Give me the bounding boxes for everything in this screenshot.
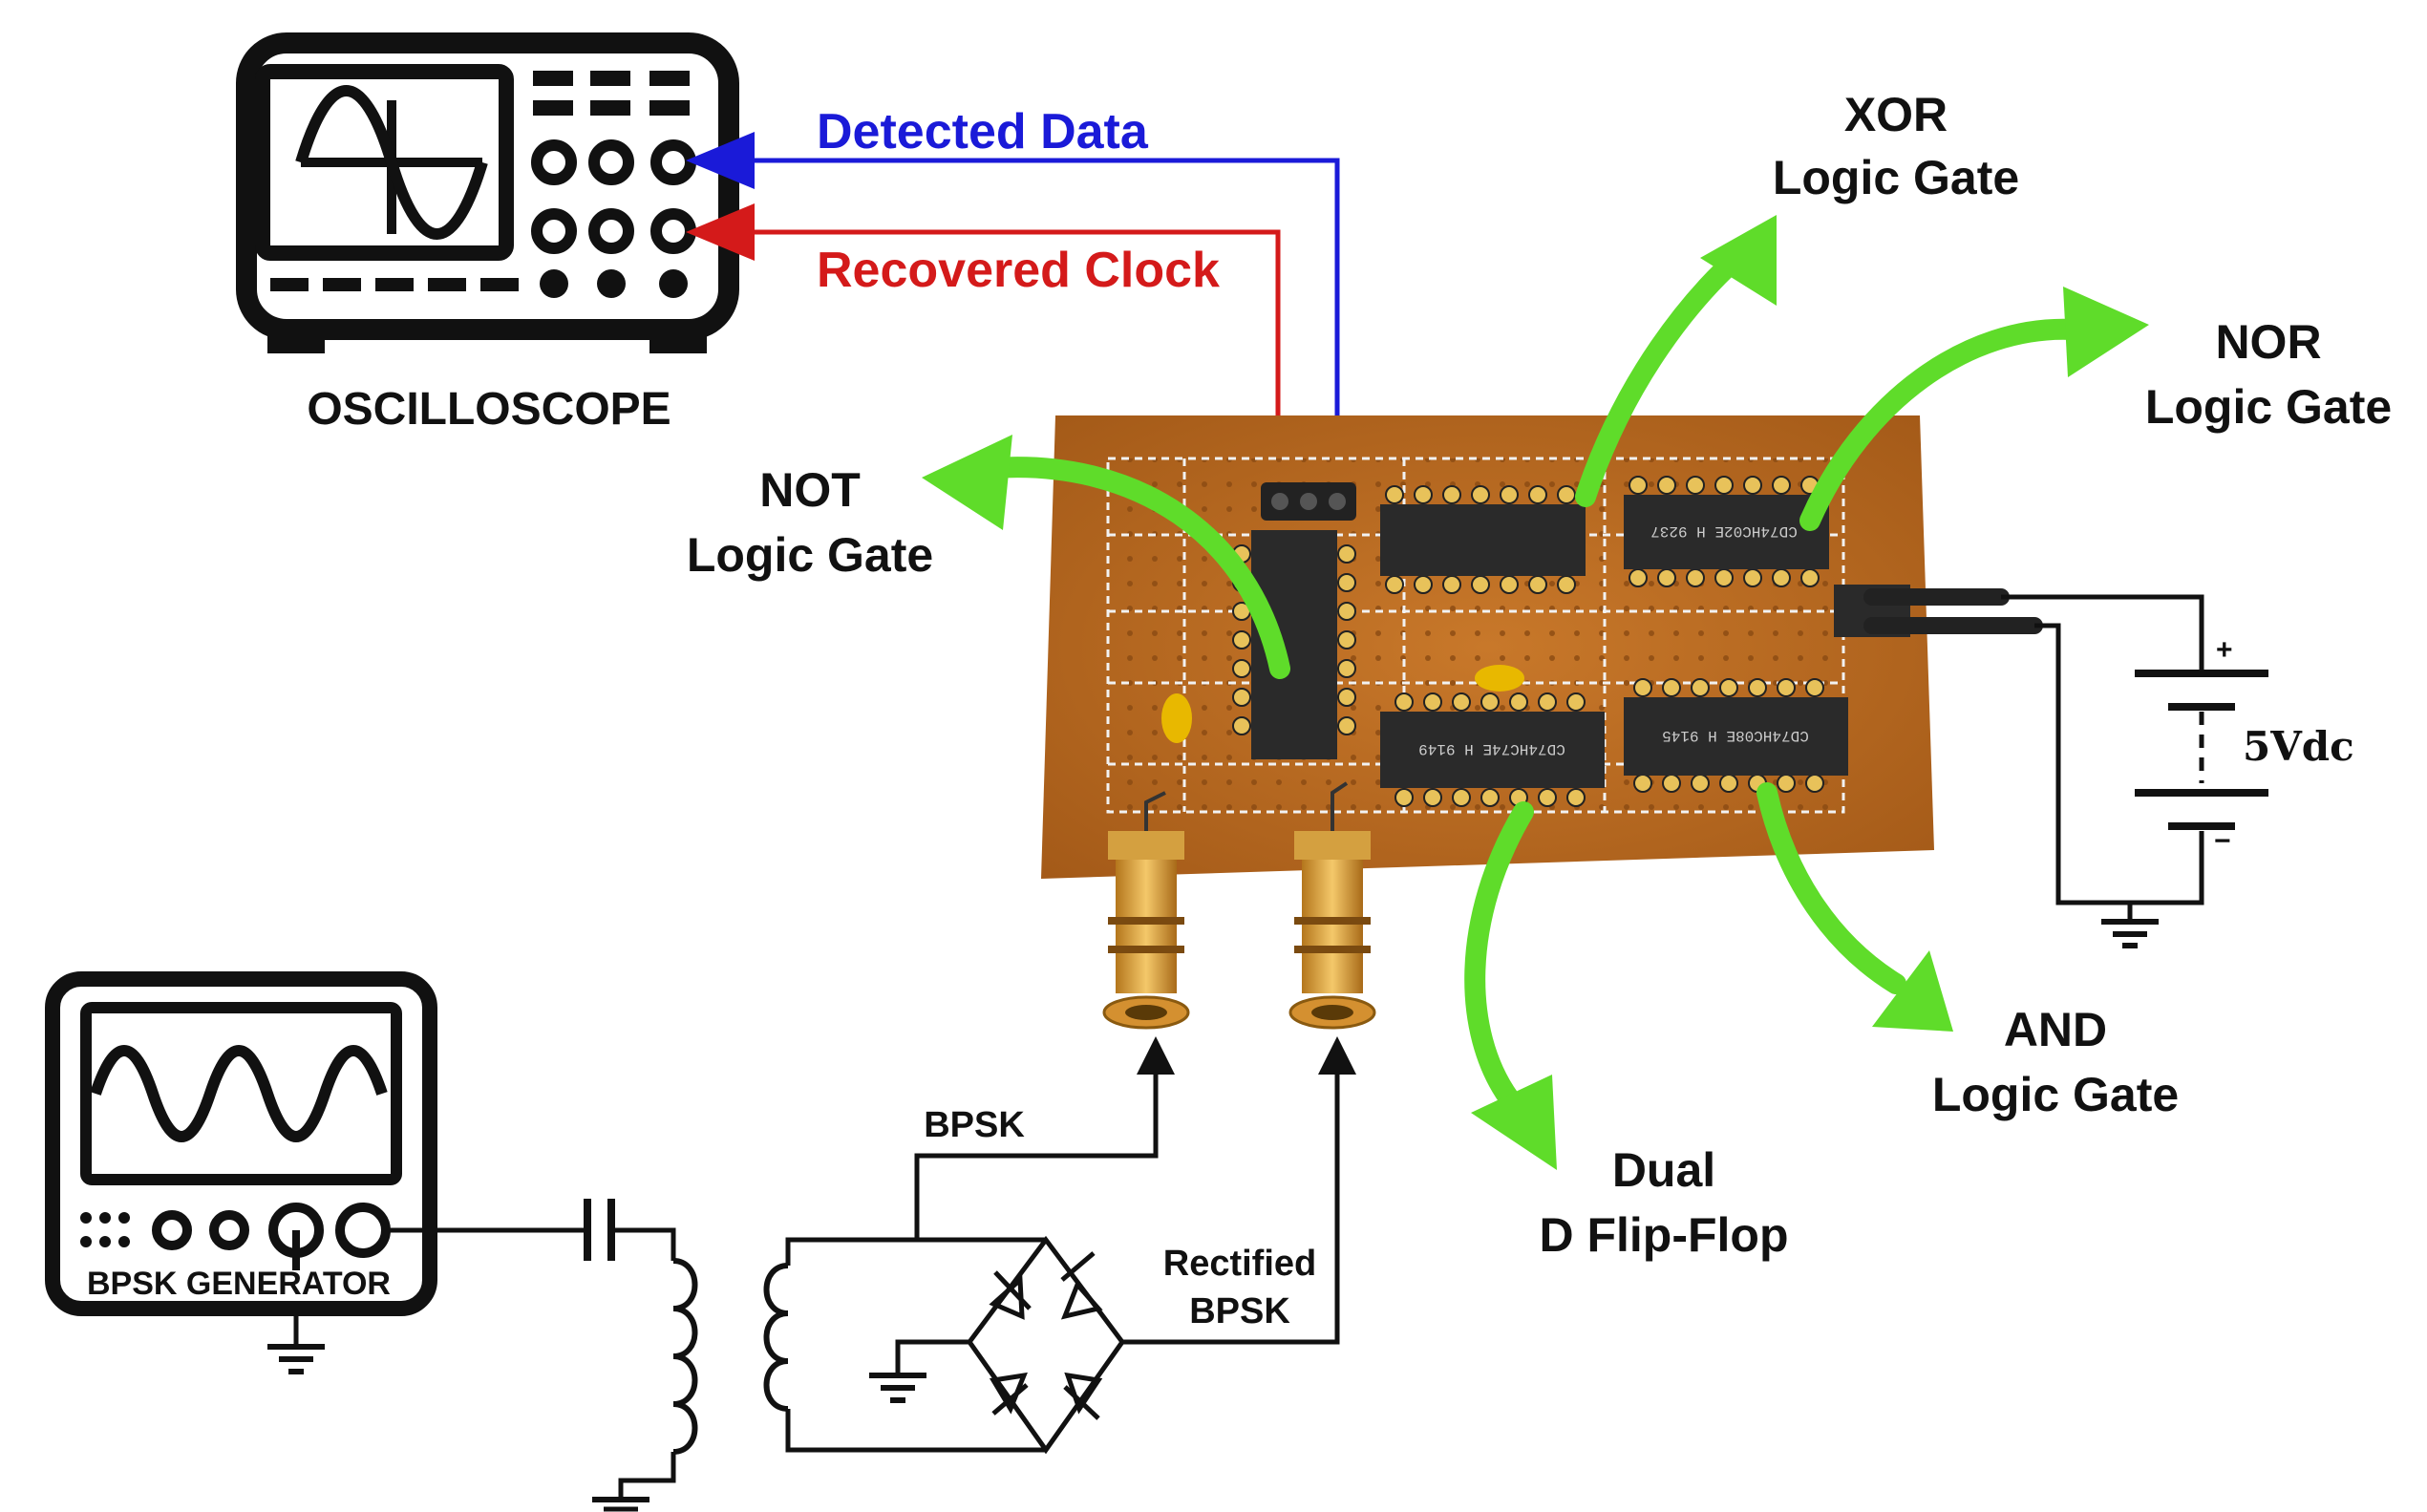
not-label-line2: Logic Gate: [687, 528, 933, 582]
xor-label-line2: Logic Gate: [1773, 151, 2019, 204]
detected-data-wire: [686, 132, 1340, 471]
dff-label-line1: Dual: [1612, 1143, 1715, 1197]
generator-label: BPSK GENERATOR: [87, 1266, 391, 1302]
nor-label-line1: NOR: [2215, 315, 2321, 369]
oscilloscope-label: OSCILLOSCOPE: [307, 384, 671, 435]
chip-d-flip-flop: CD74HC74E H 9149: [1380, 692, 1605, 807]
bpsk-label: BPSK: [924, 1105, 1025, 1145]
and-label-line1: AND: [2004, 1003, 2107, 1056]
board-capacitor-mid: [1475, 665, 1524, 692]
not-label-line1: NOT: [759, 463, 861, 517]
green-arrow-and: [1756, 782, 1953, 1032]
and-label-line2: Logic Gate: [1932, 1068, 2179, 1121]
bridge-rectifier-icon: [869, 1036, 1356, 1455]
pcb-board: [1041, 415, 1934, 879]
dff-label-line2: D Flip-Flop: [1539, 1208, 1788, 1262]
xor-label-line1: XOR: [1844, 88, 1948, 141]
green-arrow-xor: [1575, 215, 1777, 507]
chip-and-marking: CD74HC08E H 9145: [1662, 727, 1809, 744]
rectified-label-line2: BPSK: [1189, 1291, 1290, 1331]
battery-plus: +: [2216, 634, 2233, 666]
battery-icon: [2135, 650, 2268, 830]
power-leads: [1834, 585, 2204, 905]
voltage-label: 5Vdc: [2243, 723, 2354, 770]
oscilloscope-icon: [236, 32, 739, 353]
chip-nor-marking: CD74HC02E H 9237: [1650, 522, 1798, 540]
generator-ground-icon: [267, 1309, 325, 1374]
ground-icon: [2101, 903, 2159, 948]
header-pins: [1261, 482, 1356, 521]
capacitor-icon: [387, 1199, 676, 1261]
green-arrow-dff: [1464, 801, 1557, 1170]
recovered-clock-wire: [686, 203, 1281, 471]
nor-label-line2: Logic Gate: [2145, 380, 2392, 434]
chip-nor-gate: CD74HC02E H 9237: [1624, 476, 1829, 587]
transformer-icon: [592, 1237, 1046, 1512]
chip-and-gate: CD74HC08E H 9145: [1624, 678, 1848, 793]
battery-minus: −: [2214, 825, 2231, 857]
recovered-clock-label: Recovered Clock: [817, 243, 1220, 298]
green-arrow-not: [922, 435, 1290, 679]
board-capacitor-left: [1161, 693, 1192, 743]
chip-dff-marking: CD74HC74E H 9149: [1418, 740, 1565, 757]
chip-xor-gate: [1380, 485, 1586, 594]
bpsk-wire: [914, 1036, 1175, 1240]
green-arrow-nor: [1799, 287, 2149, 531]
sma-connector-rectified: [1288, 781, 1376, 1030]
sma-connector-bpsk: [1102, 791, 1190, 1030]
chip-not-gate: [1232, 530, 1356, 759]
rectified-label-line1: Rectified: [1163, 1244, 1316, 1284]
detected-data-label: Detected Data: [817, 104, 1149, 160]
signal-generator-icon: [45, 971, 437, 1316]
